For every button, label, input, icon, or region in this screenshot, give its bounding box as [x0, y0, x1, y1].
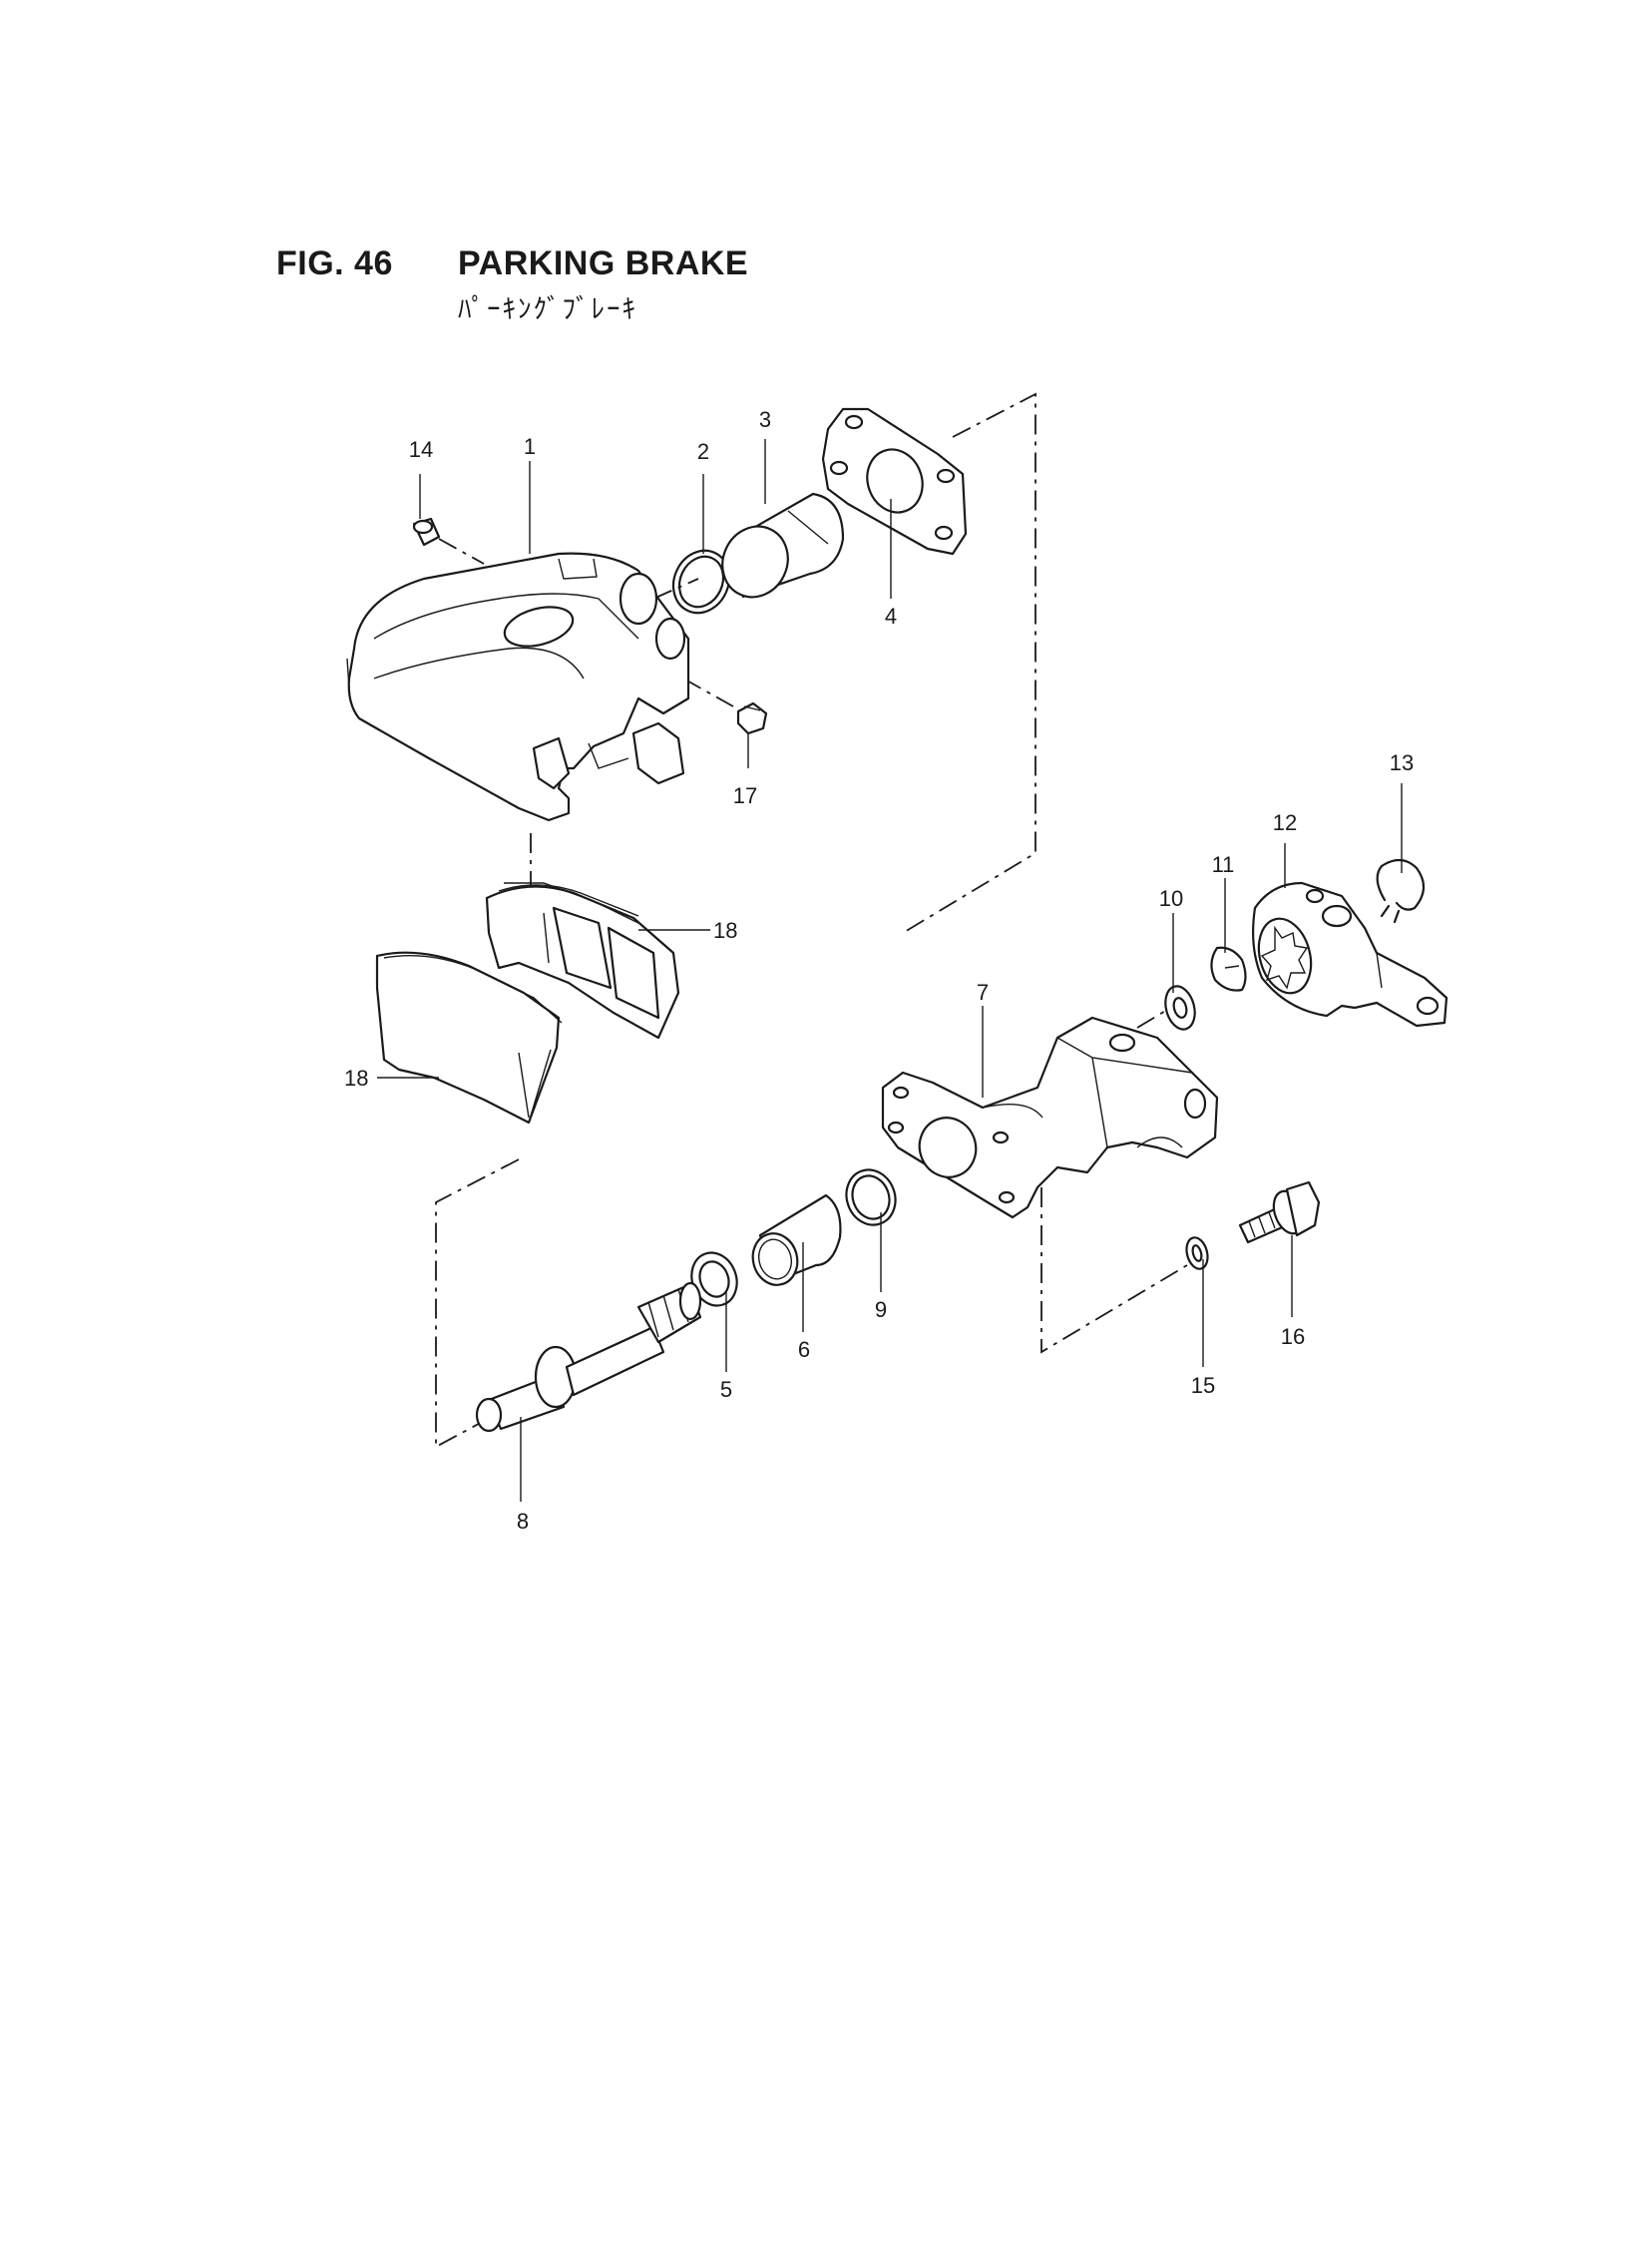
part-6-bushing [751, 1193, 842, 1286]
part-10-washer [1164, 985, 1196, 1031]
assembly-line-piston [652, 578, 699, 600]
callout-4: 4 [885, 604, 897, 629]
leader-lines [377, 439, 1403, 1502]
figure-number: FIG. 46 [276, 244, 393, 282]
figure-title: PARKING BRAKE [458, 244, 749, 282]
part-4-gasket-plate [821, 407, 968, 556]
callout-18-upper: 18 [713, 918, 737, 943]
assembly-line-bleeder [438, 538, 485, 565]
part-9-o-ring [845, 1168, 897, 1226]
callout-18-lower: 18 [344, 1066, 368, 1091]
callout-9: 9 [875, 1297, 887, 1322]
callout-2: 2 [697, 439, 709, 464]
part-11-spring-washer [1210, 946, 1247, 992]
assembly-line-left [435, 1158, 520, 1449]
callout-14: 14 [409, 437, 433, 462]
assembly-line-lever [1136, 1009, 1168, 1029]
callout-5: 5 [720, 1377, 732, 1402]
callout-7: 7 [977, 980, 989, 1005]
part-12-lever [1252, 881, 1448, 1028]
callout-1: 1 [524, 434, 536, 459]
part-17-plug [736, 701, 768, 735]
part-3-piston [721, 492, 845, 599]
callout-numbers: 14 1 2 3 4 17 18 18 13 12 11 10 7 5 6 9 … [344, 407, 1414, 1534]
callout-8: 8 [517, 1509, 529, 1534]
assembly-line-bottom [1040, 1187, 1188, 1354]
part-8-shaft [475, 1281, 702, 1433]
part-16-bolt [1238, 1180, 1321, 1244]
part-14-bleeder-screw [412, 517, 441, 547]
part-1-caliper-body [346, 552, 690, 822]
part-13-snap-ring [1376, 858, 1426, 924]
part-15-washer [1185, 1236, 1209, 1270]
part-18-brake-pad-upper [485, 882, 680, 1040]
callout-13: 13 [1390, 750, 1414, 775]
callout-11: 11 [1212, 852, 1235, 877]
part-2-o-ring [671, 549, 731, 615]
callout-15: 15 [1191, 1373, 1215, 1398]
callout-17: 17 [733, 783, 757, 808]
assembly-line-plug [682, 678, 734, 707]
callout-6: 6 [798, 1337, 810, 1362]
part-18-brake-pad-lower [375, 951, 563, 1125]
callout-3: 3 [759, 407, 771, 432]
figure-title-japanese: ﾊﾟｰｷﾝｸﾞﾌﾞﾚｰｷ [458, 294, 637, 324]
callout-12: 12 [1273, 810, 1297, 835]
callout-10: 10 [1159, 886, 1183, 911]
assembly-line-top [902, 392, 1036, 934]
part-7-bracket-housing [881, 1016, 1219, 1219]
callout-16: 16 [1281, 1324, 1305, 1349]
